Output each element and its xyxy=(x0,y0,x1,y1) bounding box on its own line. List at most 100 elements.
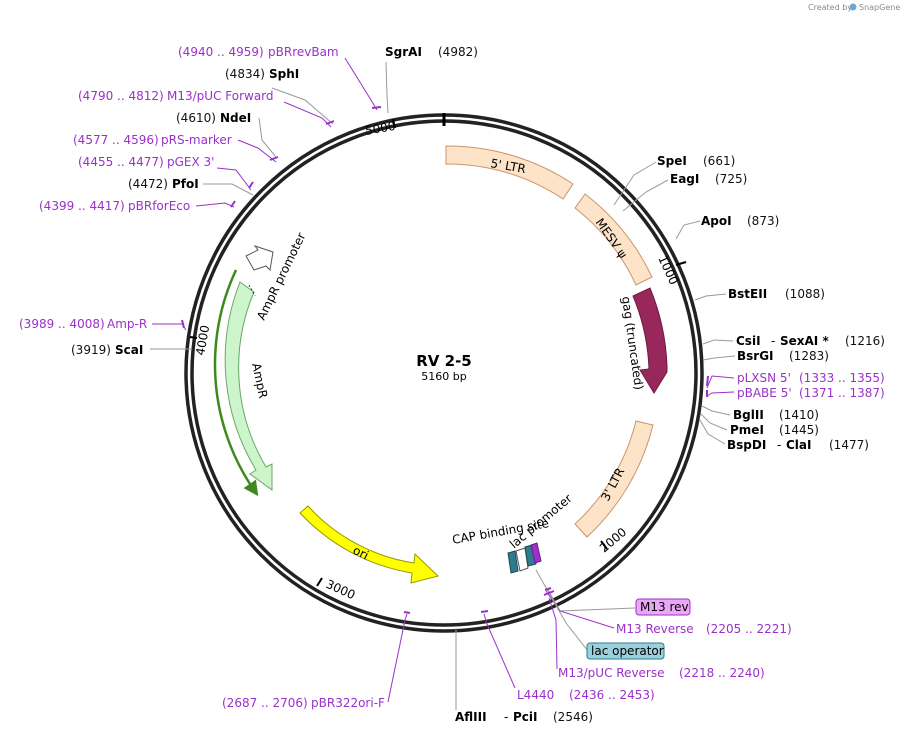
site-pos-pmei: (1445) xyxy=(779,423,819,437)
feature-3-ltr xyxy=(574,420,654,538)
primer-pos-l4440: (2436 .. 2453) xyxy=(569,688,655,702)
feature-m13-rev xyxy=(530,542,542,564)
svg-text:-: - xyxy=(504,710,508,724)
primer-name-m13-puc-forward: M13/pUC Forward xyxy=(167,89,274,103)
primer-name-pbrrevbam: pBRrevBam xyxy=(268,45,339,59)
leader-pbabe-5 xyxy=(706,391,735,397)
leader-lines xyxy=(150,57,736,710)
leader-pbrforeco xyxy=(195,202,235,208)
primer-pos-pbrrevbam: (4940 .. 4959) xyxy=(178,45,264,59)
primer-pos-pbr322ori-f: (2687 .. 2706) xyxy=(222,696,308,710)
site-pos-afliii: (2546) xyxy=(553,710,593,724)
svg-text:-: - xyxy=(771,334,775,348)
leader-bglii xyxy=(701,405,731,416)
backbone xyxy=(184,113,704,633)
primer-pos-m13-reverse: (2205 .. 2221) xyxy=(706,622,792,636)
feature-ori xyxy=(299,505,439,584)
site-name-sexai: SexAI * xyxy=(780,334,829,348)
primer-pos-m13-puc-reverse: (2218 .. 2240) xyxy=(679,666,765,680)
plasmid-title: RV 2-5 5160 bp xyxy=(416,352,471,383)
site-name-pfoi: PfoI xyxy=(172,177,199,191)
feature-label-ampr-promoter: AmpR promoter xyxy=(254,230,308,322)
leader-bsrgi xyxy=(702,355,736,361)
feature-label-5-ltr: 5' LTR xyxy=(489,156,526,176)
primer-pos-pbrforeco: (4399 .. 4417) xyxy=(39,199,125,213)
tick-3000 xyxy=(316,577,323,587)
site-name-spei: SpeI xyxy=(657,154,687,168)
feature-label-m13-rev: M13 rev xyxy=(640,600,689,614)
feature-gag-truncated xyxy=(632,287,668,394)
feature-label-ampr: AmpR xyxy=(249,362,270,400)
site-pos-ndei: (4610) xyxy=(176,111,216,125)
site-pos-bsrgi: (1283) xyxy=(789,349,829,363)
tick-4000 xyxy=(189,336,198,339)
leader-csii xyxy=(702,339,734,345)
feature-lac-promoter xyxy=(524,544,537,567)
leader-pbr322ori-f xyxy=(387,613,408,703)
labels-top-left: (4940 .. 4959) pBRrevBam SgrAI (4982) (4… xyxy=(19,45,478,357)
feature-cap-binding-site xyxy=(507,550,519,574)
primer-name-plxsn-5: pLXSN 5' xyxy=(737,371,791,385)
site-pos-bsteii: (1088) xyxy=(785,287,825,301)
leader-bsteii xyxy=(694,293,727,301)
leader-pbrrevbam xyxy=(344,57,378,111)
site-name-afliii: AflIII xyxy=(455,710,487,724)
site-name-bsteii: BstEII xyxy=(728,287,767,301)
svg-text:-: - xyxy=(777,438,781,452)
site-name-clai: ClaI xyxy=(786,438,811,452)
site-name-sphi: SphI xyxy=(269,67,299,81)
plasmid-length: 5160 bp xyxy=(421,370,466,383)
labels-right: SpeI (661) EagI (725) ApoI (873) BstEII … xyxy=(657,154,885,452)
site-pos-pfoi: (4472) xyxy=(128,177,168,191)
m13-rev-badge xyxy=(635,598,691,616)
feature-ampr-promoter xyxy=(245,245,274,272)
primer-name-pgex-3: pGEX 3' xyxy=(167,155,214,169)
feature-lac-promoter-box xyxy=(515,547,529,572)
primer-name-pbabe-5: pBABE 5' xyxy=(737,386,792,400)
primer-name-l4440: L4440 xyxy=(517,688,554,702)
leader-pfoi xyxy=(203,183,254,196)
leader-l4440 xyxy=(483,613,516,689)
primer-name-m13-reverse: M13 Reverse xyxy=(616,622,694,636)
leader-m13-reverse xyxy=(545,590,615,629)
site-pos-spei: (661) xyxy=(703,154,735,168)
primer-pos-amp-r: (3989 .. 4008) xyxy=(19,317,105,331)
tick-1000 xyxy=(675,261,687,266)
snapgene-logo-icon xyxy=(849,3,857,11)
primer-name-m13-puc-reverse: M13/pUC Reverse xyxy=(558,666,665,680)
leader-m13-rev-box xyxy=(546,587,636,612)
leader-spei xyxy=(613,161,657,206)
plasmid-name: RV 2-5 xyxy=(416,352,471,370)
site-name-eagi: EagI xyxy=(670,172,699,186)
leader-lac-operator xyxy=(535,569,589,652)
site-pos-eagi: (725) xyxy=(715,172,747,186)
site-pos-scai: (3919) xyxy=(71,343,111,357)
leader-pmei xyxy=(700,413,728,431)
tick-label-5000: 5000 xyxy=(364,119,397,138)
leader-ndei xyxy=(258,117,277,158)
primer-name-prs-marker: pRS-marker xyxy=(161,133,232,147)
feature-ampr xyxy=(224,281,273,491)
credit-created-by: Created by xyxy=(808,3,852,12)
primer-name-amp-r: Amp-R xyxy=(107,317,147,331)
leader-m13-puc-forward xyxy=(283,101,332,128)
site-pos-csii: (1216) xyxy=(845,334,885,348)
site-pos-apoi: (873) xyxy=(747,214,779,228)
credit-brand: SnapGene xyxy=(859,3,900,12)
feature-label-lac-operator: lac operator xyxy=(591,644,664,658)
leader-amp-r xyxy=(152,323,187,331)
tick-label-4000: 4000 xyxy=(193,324,212,357)
tick-5000 xyxy=(392,118,396,129)
snapgene-credit: Created by SnapGene xyxy=(808,3,900,12)
site-name-bsrgi: BsrGI xyxy=(737,349,774,363)
site-name-ndei: NdeI xyxy=(220,111,251,125)
leader-bspdi xyxy=(699,419,726,445)
site-name-sgrai: SgrAI xyxy=(385,45,422,59)
primer-pos-m13-puc-forward: (4790 .. 4812) xyxy=(78,89,164,103)
site-name-bglii: BglII xyxy=(733,408,764,422)
site-pos-bglii: (1410) xyxy=(779,408,819,422)
primer-name-pbrforeco: pBRforEco xyxy=(128,199,190,213)
site-pos-sgrai: (4982) xyxy=(438,45,478,59)
leader-apoi xyxy=(675,220,701,240)
